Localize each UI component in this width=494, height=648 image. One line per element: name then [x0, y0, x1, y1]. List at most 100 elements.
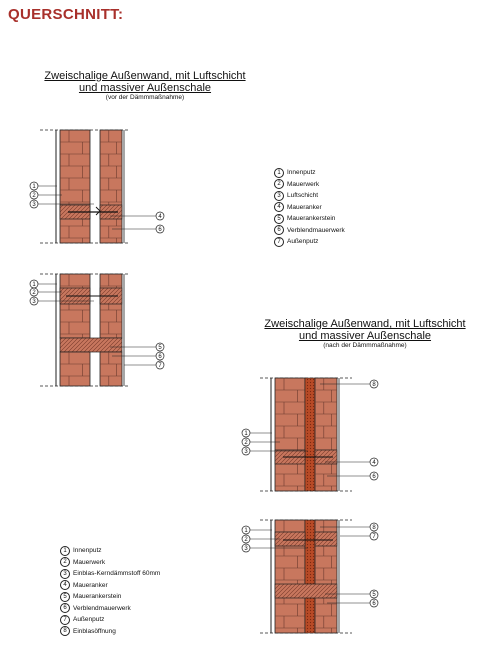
callout-circle	[155, 342, 165, 352]
brick-wythe	[99, 351, 123, 387]
callout-circle	[369, 522, 379, 532]
legend-number: 5	[60, 591, 70, 602]
callout-number: 4	[158, 214, 162, 220]
section1-title: Zweischalige Außenwand, mit Luftschicht …	[20, 70, 270, 102]
legend-number: 3	[274, 190, 284, 201]
callout-circle	[29, 190, 39, 200]
brick-wythe	[59, 351, 91, 387]
callout-number: 5	[158, 345, 162, 351]
callout-circle	[241, 525, 251, 535]
legend-number: 8	[60, 626, 70, 637]
legend-number: 4	[60, 580, 70, 591]
legend-label: Verblendmauerwerk	[73, 604, 131, 612]
legend-number: 3	[60, 568, 70, 579]
legend-number: 2	[274, 179, 284, 190]
hatched-brick	[274, 583, 338, 599]
section1-subtitle: (vor der Dämmmaßnahme)	[105, 94, 185, 101]
diagram-after-wall: 8 1 2 3 4 6	[241, 377, 379, 492]
callout-circle	[29, 287, 39, 297]
callout-number: 2	[244, 537, 248, 543]
legend-number: 7	[60, 614, 70, 625]
legend-label: Mauerankerstein	[73, 593, 122, 601]
callout-circle	[369, 589, 379, 599]
callout-circle	[155, 224, 165, 234]
callout-number: 1	[244, 528, 248, 534]
callout-number: 6	[372, 474, 376, 480]
callout-number: 6	[158, 227, 162, 233]
section2-subtitle: (nach der Dämmmaßnahme)	[323, 342, 407, 349]
page-heading: QUERSCHNITT:	[8, 6, 124, 23]
legend-number: 4	[274, 202, 284, 213]
callout-circle	[155, 211, 165, 221]
legend-label: Mauerwerk	[73, 558, 106, 566]
legend-label: Mauerwerk	[287, 180, 320, 188]
legend-number: 7	[274, 236, 284, 247]
diagram-after-window: 1 2 3 8 7 5 6	[241, 519, 379, 634]
legend-label: Maueranker	[73, 581, 108, 589]
callout-number: 3	[32, 202, 36, 208]
callout-number: 4	[372, 460, 376, 466]
legend-label: Maueranker	[287, 203, 322, 211]
callout-number: 3	[244, 449, 248, 455]
legend-label: Einblasöffnung	[73, 627, 116, 635]
legend-number: 1	[60, 545, 70, 556]
callout-circle	[241, 543, 251, 553]
callout-number: 3	[32, 299, 36, 305]
legend-label: Innenputz	[73, 547, 102, 555]
callout-number: 1	[32, 282, 36, 288]
callout-number: 6	[372, 601, 376, 607]
legend-label: Außenputz	[73, 616, 105, 624]
diagram-before-wall: 1 2 3 4 6	[29, 129, 165, 244]
callout-number: 8	[372, 382, 376, 388]
brick-wythe	[59, 129, 91, 244]
legend-label: Einblas-Kerndämmstoff 60mm	[73, 570, 161, 578]
section2-title: Zweischalige Außenwand, mit Luftschicht …	[245, 318, 485, 350]
legend-number: 2	[60, 557, 70, 568]
legend-number: 1	[274, 167, 284, 178]
callout-number: 8	[372, 525, 376, 531]
callout-number: 7	[158, 363, 162, 369]
callout-circle	[369, 379, 379, 389]
legend-label: Innenputz	[287, 169, 316, 177]
legend-label: Luftschicht	[287, 192, 319, 200]
callout-circle	[241, 428, 251, 438]
callout-number: 3	[244, 546, 248, 552]
callout-circle	[369, 598, 379, 608]
callout-circle	[369, 457, 379, 467]
core-insulation	[304, 377, 316, 492]
callout-circle	[155, 351, 165, 361]
callout-number: 1	[32, 184, 36, 190]
section2-title-line1: Zweischalige Außenwand, mit Luftschicht	[264, 318, 466, 330]
legend-number: 5	[274, 213, 284, 224]
brick-wythe	[59, 273, 91, 339]
callout-number: 5	[372, 592, 376, 598]
callout-circle	[369, 531, 379, 541]
legend-label: Mauerankerstein	[287, 215, 336, 223]
callout-circle	[369, 471, 379, 481]
brick-wythe	[274, 377, 306, 492]
callout-number: 2	[244, 440, 248, 446]
callout-number: 2	[32, 193, 36, 199]
callout-number: 7	[372, 534, 376, 540]
callout-circle	[241, 446, 251, 456]
callout-circle	[155, 360, 165, 370]
callout-number: 2	[32, 290, 36, 296]
hatched-brick	[314, 531, 338, 547]
callout-number: 1	[244, 431, 248, 437]
